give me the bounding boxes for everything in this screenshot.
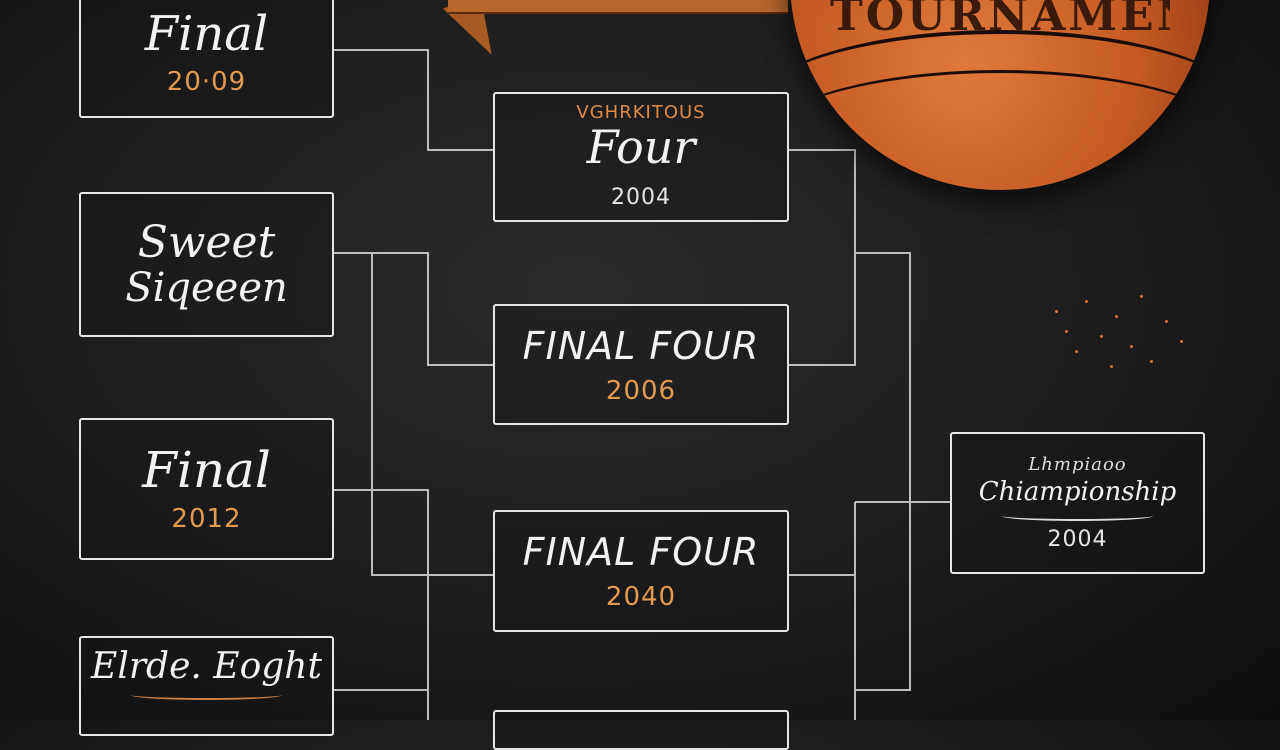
bracket-box-final-2012[interactable]: Final 2012 xyxy=(79,418,334,560)
box-title: Elrde. Eoght xyxy=(91,646,322,687)
bracket-box-final-2009[interactable]: Final 20·09 xyxy=(79,0,334,118)
box-title: Final xyxy=(142,440,271,499)
bracket-box-final-four-2040[interactable]: FINAL FOUR 2040 xyxy=(493,510,789,632)
box-year: 2012 xyxy=(171,504,242,535)
basketball-image: TOURNAMENT xyxy=(790,0,1210,190)
bracket-box-sweet-sixteen[interactable]: Sweet Siqeeen xyxy=(79,192,334,337)
box-title-line1: Sweet xyxy=(137,217,276,269)
ball-seam xyxy=(790,70,1210,190)
box-flourish xyxy=(1002,511,1153,521)
ball-seam xyxy=(790,30,1210,190)
box-flourish xyxy=(131,690,282,700)
box-year: 2006 xyxy=(605,375,677,406)
box-title: Final xyxy=(144,5,269,62)
box-title: FINAL FOUR xyxy=(522,323,760,368)
box-year: 2004 xyxy=(611,185,671,211)
box-title: Chiampionship xyxy=(978,477,1177,508)
box-subtitle: Lhmpiaoo xyxy=(1028,454,1127,476)
bracket-box-partial[interactable] xyxy=(493,710,789,750)
bracket-board: Final 20·09 Sweet Siqeeen Final 2012 Elr… xyxy=(79,0,1210,750)
bracket-box-four-2004[interactable]: VGHRKITOUS Four 2004 xyxy=(493,92,789,222)
chalk-sparks xyxy=(1045,290,1195,380)
ribbon-banner xyxy=(448,0,788,14)
box-year: 2004 xyxy=(1047,526,1108,552)
basketball-logo-text: TOURNAMENT xyxy=(830,0,1170,34)
bracket-box-final-four-2006[interactable]: FINAL FOUR 2006 xyxy=(493,304,789,425)
box-title-line2: Siqeeen xyxy=(125,264,288,311)
box-title: FINAL FOUR xyxy=(522,530,760,574)
box-title: Four xyxy=(586,120,696,174)
box-year: 2040 xyxy=(605,582,677,612)
box-year: 20·09 xyxy=(166,67,247,98)
bracket-lines xyxy=(333,49,950,720)
bracket-box-championship[interactable]: Lhmpiaoo Chiampionship 2004 xyxy=(950,432,1205,574)
box-subtitle: VGHRKITOUS xyxy=(576,102,706,123)
bracket-box-elite-eight[interactable]: Elrde. Eoght xyxy=(79,636,334,736)
